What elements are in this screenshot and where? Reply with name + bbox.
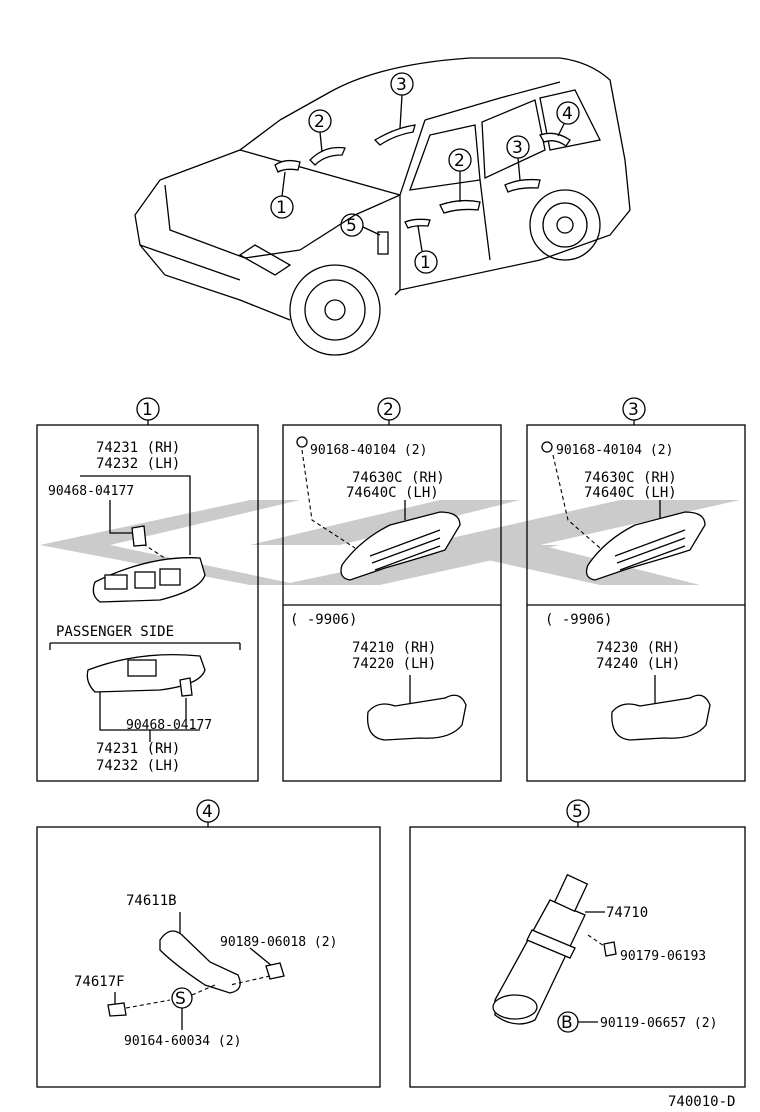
- p3-old-lh: 74240 (LH): [596, 656, 680, 672]
- panel-4: 4 74611B 90189-06018 (2) 74617F S 90164-…: [36, 799, 381, 1088]
- panel-2-frame: [282, 424, 502, 782]
- p2-old-lh: 74220 (LH): [352, 656, 436, 672]
- cap-part: [107, 1002, 127, 1017]
- panel-4-number: 4: [202, 802, 213, 822]
- p1-bottom-rh: 74231 (RH): [96, 741, 180, 757]
- panel-2: 2 90168-40104 (2) 74630C (RH) 74640C (LH…: [282, 397, 502, 782]
- p3-grip-lh: 74640C (LH): [584, 485, 677, 501]
- callout-3b: 3: [506, 135, 530, 181]
- callout-text: 4: [562, 104, 573, 124]
- panel-4-frame: [36, 826, 381, 1088]
- p4-screw-symbol: S: [175, 989, 186, 1009]
- p1-top-clip: 90468-04177: [48, 484, 134, 499]
- panel-3-frame: [526, 424, 746, 782]
- p1-top-lh: 74232 (LH): [96, 456, 180, 472]
- grab-handle-part: [159, 930, 241, 994]
- p2-grip-lh: 74640C (LH): [346, 485, 439, 501]
- p4-nut: 90189-06018 (2): [220, 935, 337, 950]
- panel-5-number: 5: [572, 802, 583, 822]
- p5-nut: 90179-06193: [620, 949, 706, 964]
- nut-icon: [265, 962, 285, 980]
- p4-cap: 74617F: [74, 974, 125, 990]
- assist-grip-part: [340, 511, 461, 581]
- p1-bottom-clip: 90468-04177: [126, 718, 212, 733]
- callout-text: 1: [276, 198, 287, 218]
- p1-bottom-lh: 74232 (LH): [96, 758, 180, 774]
- p5-bolt: 90119-06657 (2): [600, 1016, 717, 1031]
- p2-old-rh: 74210 (RH): [352, 640, 436, 656]
- callout-5a: 5: [340, 213, 381, 237]
- diagram-code: 740010-D: [668, 1094, 735, 1110]
- callout-1b: 1: [414, 225, 438, 274]
- screw-icon: [541, 441, 553, 453]
- p2-range: ( -9906): [290, 612, 357, 628]
- p3-old-rh: 74230 (RH): [596, 640, 680, 656]
- vehicle-overview: [134, 57, 631, 356]
- p4-screw: 90164-60034 (2): [124, 1034, 241, 1049]
- p1-top-rh: 74231 (RH): [96, 440, 180, 456]
- callout-text: 3: [512, 138, 523, 158]
- callout-4a: 4: [556, 101, 580, 137]
- old-grip-part: [366, 694, 467, 741]
- p3-range: ( -9906): [545, 612, 612, 628]
- p5-holder: 74710: [606, 905, 648, 921]
- overview-callouts: 1 2 3 4 5 2 3 1: [270, 72, 580, 274]
- p3-grip-rh: 74630C (RH): [584, 470, 677, 486]
- callout-text: 3: [396, 75, 407, 95]
- panel-3-number: 3: [628, 400, 639, 420]
- p2-screw: 90168-40104 (2): [310, 443, 427, 458]
- p5-bolt-symbol: B: [561, 1013, 573, 1033]
- clip-part: [131, 525, 147, 547]
- nut-icon: [603, 941, 617, 957]
- callout-text: 2: [314, 112, 325, 132]
- panel-2-number: 2: [383, 400, 394, 420]
- p4-grip: 74611B: [126, 893, 177, 909]
- callout-text: 1: [420, 253, 431, 273]
- p1-passenger-side: PASSENGER SIDE: [56, 624, 174, 640]
- callout-text: 2: [454, 151, 465, 171]
- panel-1-frame: [36, 424, 259, 782]
- assist-grip-part: [585, 511, 706, 581]
- callout-text: 5: [346, 216, 357, 236]
- callout-1a: 1: [270, 171, 294, 219]
- screw-icon: [296, 436, 308, 448]
- old-grip-part: [611, 694, 711, 741]
- panel-1: 1 74231 (RH) 74232 (LH) 90468-04177 PASS…: [36, 397, 259, 782]
- callout-3a: 3: [390, 72, 414, 129]
- panel-5-frame: [409, 826, 746, 1088]
- callout-2a: 2: [308, 109, 332, 153]
- panel-5: 5 74710 90179-06193 B 90119-06657 (2): [409, 799, 746, 1088]
- callout-2b: 2: [448, 148, 472, 202]
- panel-3: 3 90168-40104 (2) 74630C (RH) 74640C (LH…: [526, 397, 746, 782]
- p3-screw: 90168-40104 (2): [556, 443, 673, 458]
- p2-grip-rh: 74630C (RH): [352, 470, 445, 486]
- panel-1-number: 1: [142, 400, 153, 420]
